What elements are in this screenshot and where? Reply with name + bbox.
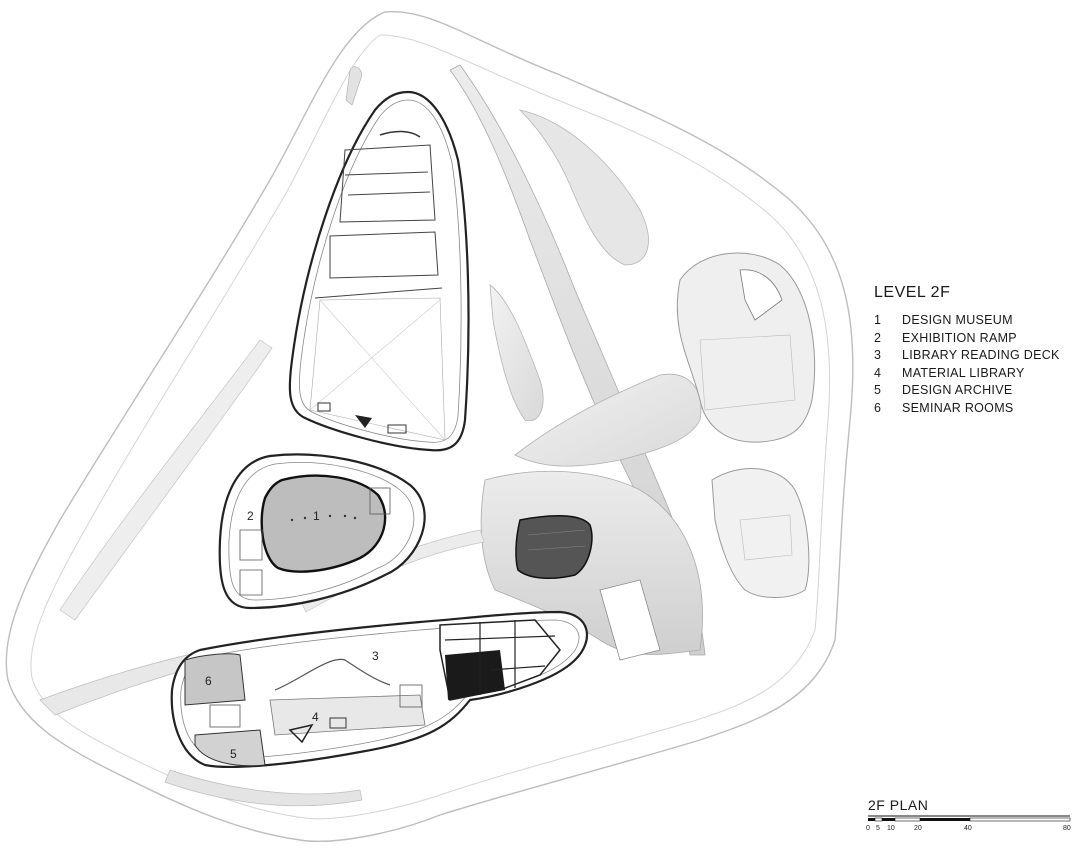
legend-item-label: DESIGN MUSEUM bbox=[902, 313, 1013, 327]
legend-item-label: EXHIBITION RAMP bbox=[902, 330, 1017, 345]
design-archive-block bbox=[194, 729, 266, 767]
plan-label-3: 3 bbox=[372, 649, 379, 663]
plan-label-5: 5 bbox=[230, 747, 237, 761]
legend-item: 4 MATERIAL LIBRARY bbox=[874, 365, 1060, 383]
legend-item: 5 DESIGN ARCHIVE bbox=[874, 382, 1060, 400]
seminar-rooms-block bbox=[184, 653, 246, 706]
legend-item: 2 EXHIBITION RAMP bbox=[874, 330, 1060, 348]
plan-label-4: 4 bbox=[312, 710, 319, 724]
legend: LEVEL 2F 1 DESIGN MUSEUM 2 EXHIBITION RAMP… bbox=[874, 284, 1060, 418]
legend-item-number: 6 bbox=[874, 400, 882, 415]
plan-label-1: 1 bbox=[313, 509, 320, 523]
legend-item-number: 1 bbox=[874, 313, 882, 327]
north-pavilion bbox=[288, 90, 470, 452]
design-museum-hall bbox=[260, 474, 387, 573]
southeast-pavilion bbox=[711, 468, 810, 598]
legend-item-number: 4 bbox=[874, 365, 882, 380]
legend-item-number: 5 bbox=[874, 383, 882, 398]
legend-item-label: LIBRARY READING DECK bbox=[902, 348, 1060, 363]
plan-label-2: 2 bbox=[247, 509, 254, 523]
legend-item: 3 LIBRARY READING DECK bbox=[874, 347, 1060, 365]
scale-title: 2F PLAN bbox=[868, 797, 929, 813]
legend-item-number: 3 bbox=[874, 348, 882, 363]
legend-list: 1 DESIGN MUSEUM 2 EXHIBITION RAMP 3 LIBRARY… bbox=[874, 312, 1060, 418]
plan-label-6: 6 bbox=[205, 674, 212, 688]
legend-title: LEVEL 2F bbox=[874, 284, 951, 301]
legend-item-number: 2 bbox=[874, 330, 882, 345]
legend-item: 6 SEMINAR ROOMS bbox=[874, 400, 1060, 418]
legend-item-label: DESIGN ARCHIVE bbox=[902, 383, 1013, 398]
legend-item-label: MATERIAL LIBRARY bbox=[902, 365, 1025, 380]
legend-item-label: SEMINAR ROOMS bbox=[902, 400, 1014, 415]
legend-item: 1 DESIGN MUSEUM bbox=[874, 312, 1060, 330]
